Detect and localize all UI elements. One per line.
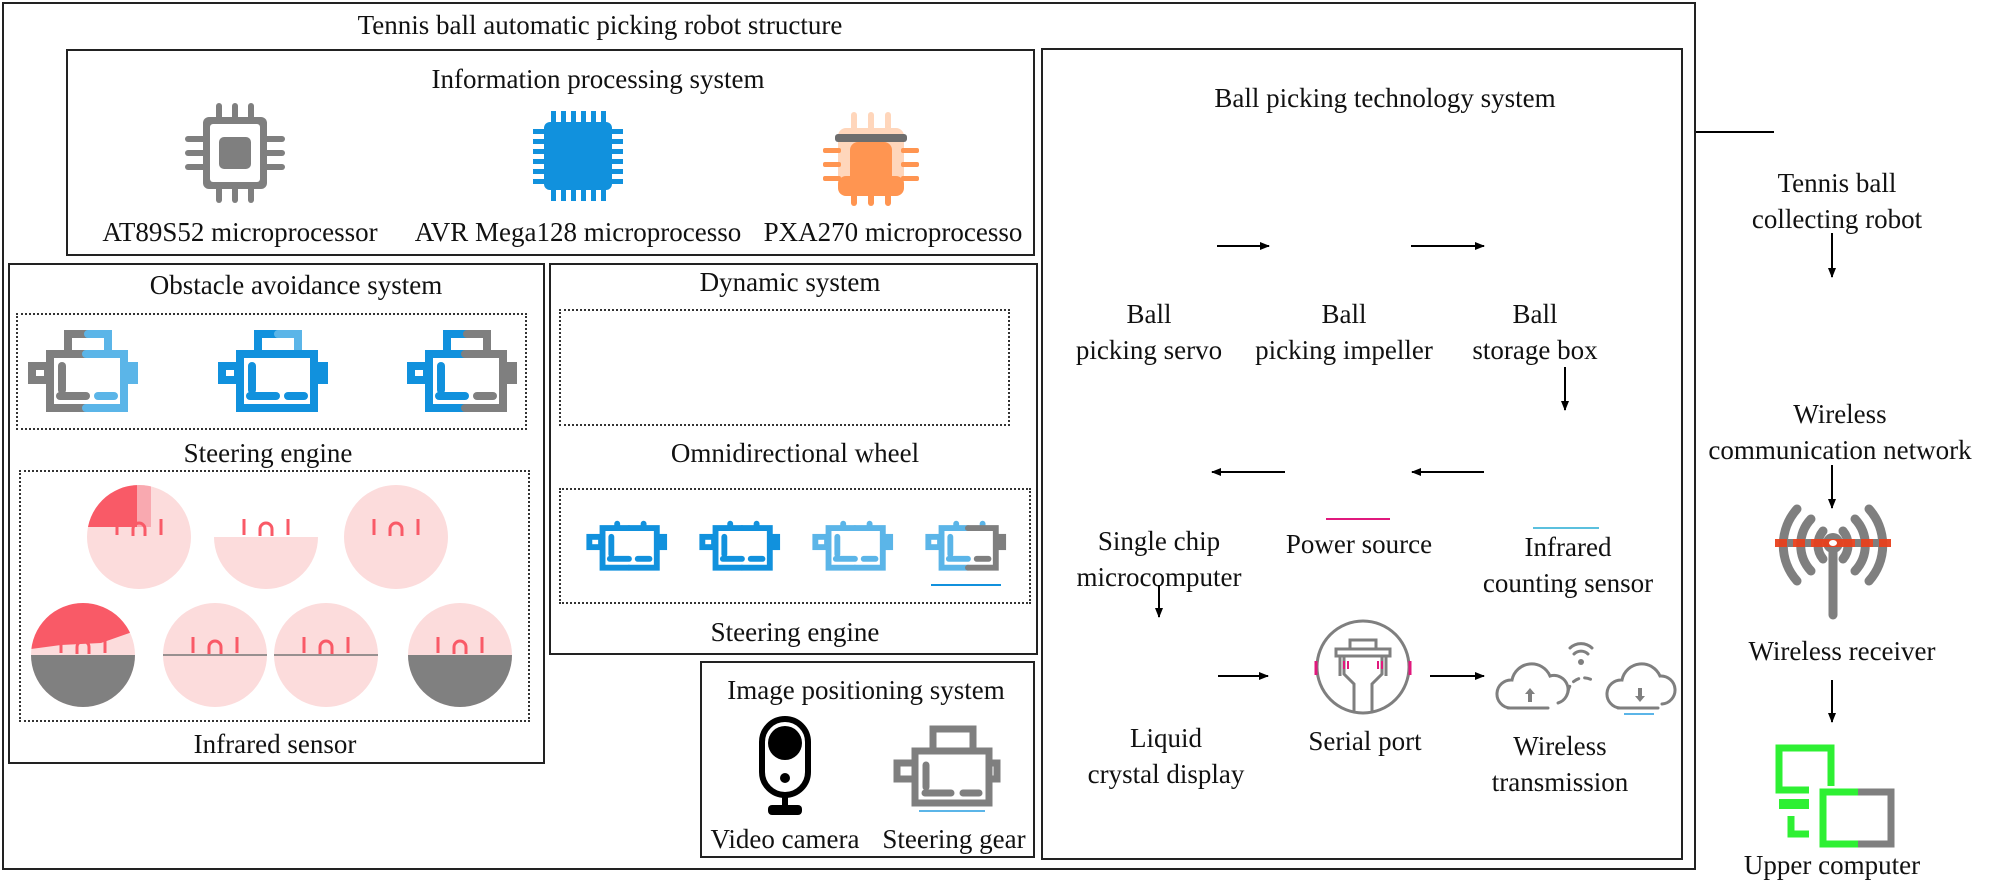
node-power-source: Power source <box>1285 529 1433 559</box>
processor-label-at89s52: AT89S52 microprocessor <box>102 216 378 247</box>
serial-port-icon <box>1314 618 1412 716</box>
video-camera-icon <box>759 716 811 816</box>
infrared-sensor-group <box>19 470 530 722</box>
steering-engine-icon <box>909 509 1021 575</box>
chip-outline-icon <box>185 103 285 203</box>
wireless-receiver-label: Wireless receiver <box>1748 635 1936 666</box>
info-processing-box <box>66 49 1035 256</box>
chip-filled-icon <box>533 111 623 201</box>
omnidirectional-wheel-group <box>559 309 1010 426</box>
image-positioning-box <box>700 661 1035 858</box>
dynamic-system-title: Dynamic system <box>699 266 881 297</box>
infrared-sensor-label: Infrared sensor <box>193 728 357 759</box>
obstacle-avoidance-title: Obstacle avoidance system <box>149 269 443 300</box>
infrared-sensor-icon <box>408 603 512 707</box>
steering-accent-line <box>931 584 1001 586</box>
infrared-sensor-icon <box>163 603 267 707</box>
ball-picking-box <box>1041 48 1683 860</box>
steering-engine-icon <box>28 328 138 418</box>
outer-frame <box>2 2 1696 870</box>
info-processing-title: Information processing system <box>431 63 765 94</box>
steering-engine-label: Steering engine <box>183 437 353 468</box>
processor-label-avr-mega128: AVR Mega128 microprocesso <box>414 216 742 247</box>
infrared-sensor-icon <box>344 485 448 589</box>
chip-orange-icon <box>823 110 919 206</box>
processor-label-pxa270: PXA270 microprocesso <box>763 216 1023 247</box>
infrared-sensor-icon <box>214 485 318 589</box>
video-camera-label: Video camera <box>710 823 860 854</box>
steering-engine-icon <box>407 328 517 418</box>
steering-engine-icon <box>570 509 682 575</box>
upper-computer-icon <box>1773 742 1897 848</box>
steering-engine-icon <box>796 509 908 575</box>
omnidirectional-wheel-label: Omnidirectional wheel <box>670 437 920 468</box>
dynamic-system-box <box>549 263 1038 655</box>
dynamic-steering-label: Steering engine <box>710 616 880 647</box>
wireless-transmission-icon <box>1490 636 1677 718</box>
dynamic-steering-group <box>559 488 1031 604</box>
steering-engine-icon <box>218 328 328 418</box>
steering-engine-icon <box>683 509 795 575</box>
node-serial-port: Serial port <box>1308 726 1422 756</box>
wireless-receiver-icon <box>1775 503 1891 620</box>
steering-gear-label: Steering gear <box>882 823 1026 854</box>
infrared-sensor-icon <box>87 485 191 589</box>
upper-computer-label: Upper computer <box>1743 849 1921 880</box>
infrared-sensor-icon <box>31 603 135 707</box>
image-positioning-title: Image positioning system <box>727 674 1005 705</box>
infrared-sensor-icon <box>274 603 378 707</box>
ball-picking-title: Ball picking technology system <box>1214 82 1556 113</box>
obstacle-avoidance-box <box>8 263 545 764</box>
steering-gear-icon <box>893 725 1001 815</box>
steering-engine-group <box>16 313 527 430</box>
main-title: Tennis ball automatic picking robot stru… <box>357 9 843 40</box>
